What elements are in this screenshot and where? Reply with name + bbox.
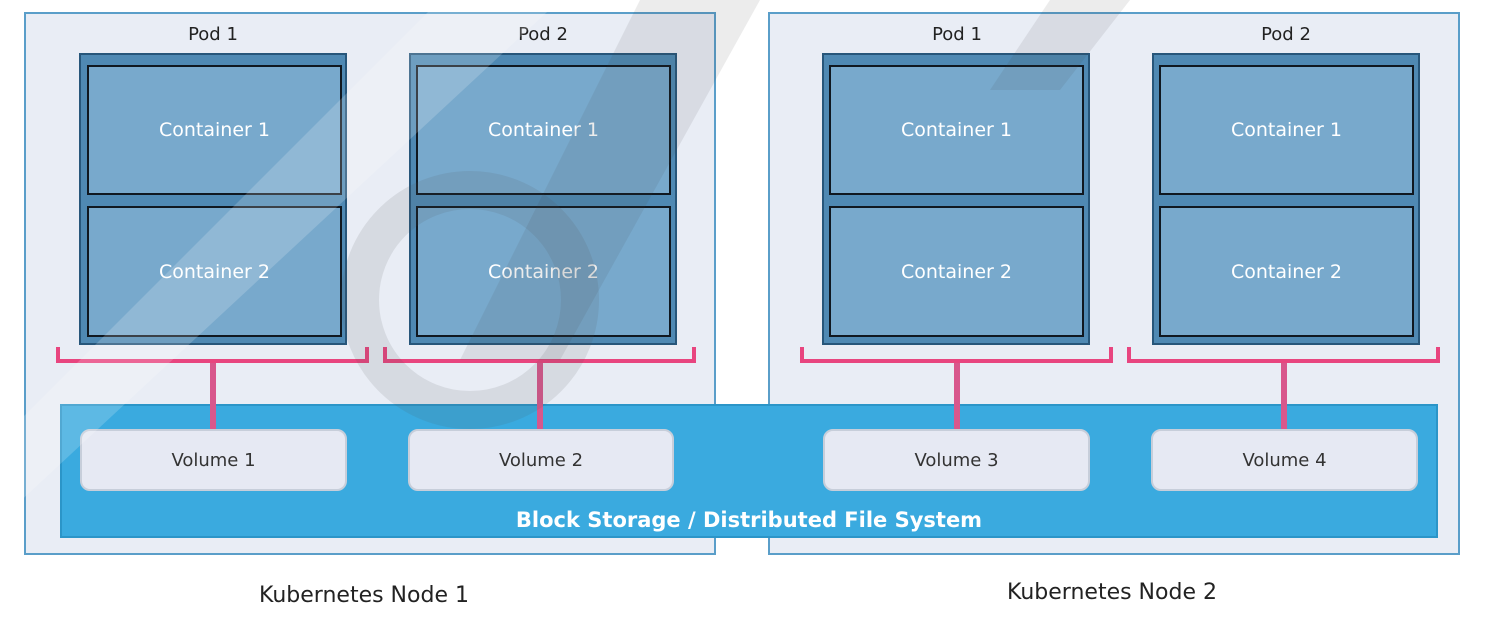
pod-label: Pod 1 — [188, 24, 238, 45]
volume-label: Volume 2 — [498, 449, 584, 471]
container-label: Container 2 — [159, 260, 270, 283]
container-box: Container 2 — [87, 206, 342, 337]
volume-label: Volume 4 — [1242, 449, 1327, 471]
container-label: Container 2 — [1231, 260, 1342, 283]
pod-label: Pod 1 — [932, 24, 982, 45]
container-label: Container 1 — [901, 119, 1012, 141]
volume-label: Volume 3 — [914, 449, 999, 471]
container-label: Container 1 — [159, 119, 270, 141]
volume-2: Volume 2 — [408, 429, 674, 491]
container-box: Container 2 — [1159, 206, 1414, 337]
pod-label: Pod 2 — [518, 24, 568, 45]
pod-label: Pod 2 — [1261, 24, 1311, 45]
container-label: Container 1 — [1231, 119, 1342, 141]
container-label: Container 1 — [488, 119, 599, 141]
node-label: Kubernetes Node 1 — [259, 583, 469, 608]
volume-4: Volume 4 — [1151, 429, 1418, 491]
node-label: Kubernetes Node 2 — [1007, 580, 1217, 605]
volume-label: Volume 1 — [171, 449, 256, 471]
block-storage-label: Block Storage / Distributed File System — [515, 508, 983, 532]
volume-1: Volume 1 — [80, 429, 347, 491]
container-box: Container 1 — [829, 65, 1084, 195]
volume-3: Volume 3 — [823, 429, 1090, 491]
container-box: Container 1 — [1159, 65, 1414, 195]
container-box: Container 2 — [829, 206, 1084, 337]
container-box: Container 1 — [416, 65, 671, 195]
container-box: Container 1 — [87, 65, 342, 195]
container-label: Container 2 — [901, 260, 1012, 283]
container-label: Container 2 — [488, 260, 599, 283]
container-box: Container 2 — [416, 206, 671, 337]
